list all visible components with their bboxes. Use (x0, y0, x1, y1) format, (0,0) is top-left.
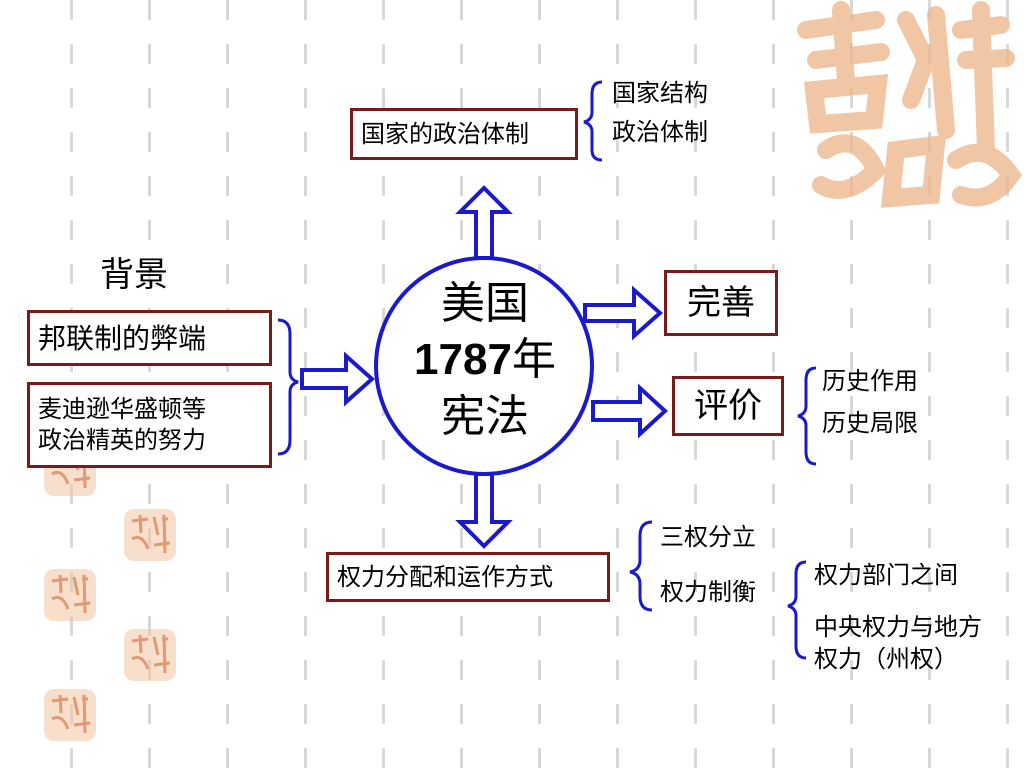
center-year-char: 年 (511, 334, 556, 386)
brace-top (583, 80, 603, 162)
box-pingjia-label: 评价 (694, 385, 762, 426)
bottom-item-2: 权力制衡 (660, 578, 756, 606)
box-pingjia: 评价 (672, 376, 784, 436)
box-wanshan: 完善 (664, 270, 778, 336)
box-political-system: 国家的政治体制 (350, 108, 578, 160)
seal-watermark-small-4 (124, 629, 176, 681)
bottom-sub-item-3: 权力（州权） (814, 645, 958, 673)
seal-watermark-small-3 (44, 569, 96, 621)
box-elite-efforts: 麦迪逊华盛顿等 政治精英的努力 (27, 382, 272, 468)
bottom-sub-item-2: 中央权力与地方 (814, 613, 982, 641)
box-power-distribution-label: 权力分配和运作方式 (337, 563, 553, 591)
seal-watermark-small-5 (44, 689, 96, 741)
center-title: 美国 1787年 宪法 (410, 276, 560, 445)
brace-sub (787, 560, 807, 660)
pingjia-item-1: 历史作用 (822, 367, 918, 395)
box-confederation-flaws: 邦联制的弊端 (27, 310, 272, 366)
arrow-right-wanshan (583, 285, 664, 341)
arrow-left-in (300, 351, 376, 407)
center-line2: 1787年 (410, 332, 560, 388)
center-line3: 宪法 (441, 390, 529, 442)
box-power-distribution: 权力分配和运作方式 (326, 552, 610, 602)
seal-watermark-small-2 (124, 509, 176, 561)
box-political-system-label: 国家的政治体制 (361, 120, 529, 148)
arrow-down (455, 472, 513, 549)
box-confederation-flaws-label: 邦联制的弊端 (38, 321, 207, 355)
bottom-sub-item-1: 权力部门之间 (814, 561, 958, 589)
left-heading: 背景 (100, 255, 168, 295)
arrow-up (455, 185, 513, 260)
top-item-1: 国家结构 (612, 79, 708, 107)
center-year: 1787 (414, 335, 512, 385)
top-item-2: 政治体制 (612, 118, 708, 146)
seal-watermark-large (797, 1, 1022, 208)
bottom-item-1: 三权分立 (660, 523, 756, 551)
brace-pingjia (797, 366, 817, 466)
brace-left (277, 318, 299, 456)
pingjia-item-2: 历史局限 (822, 409, 918, 437)
center-line1: 美国 (441, 278, 529, 329)
box-wanshan-label: 完善 (687, 282, 755, 323)
brace-bottom (629, 520, 653, 612)
box-elite-efforts-line2: 政治精英的努力 (38, 426, 206, 454)
arrow-right-pingjia (591, 383, 668, 439)
box-elite-efforts-line1: 麦迪逊华盛顿等 (38, 394, 206, 423)
